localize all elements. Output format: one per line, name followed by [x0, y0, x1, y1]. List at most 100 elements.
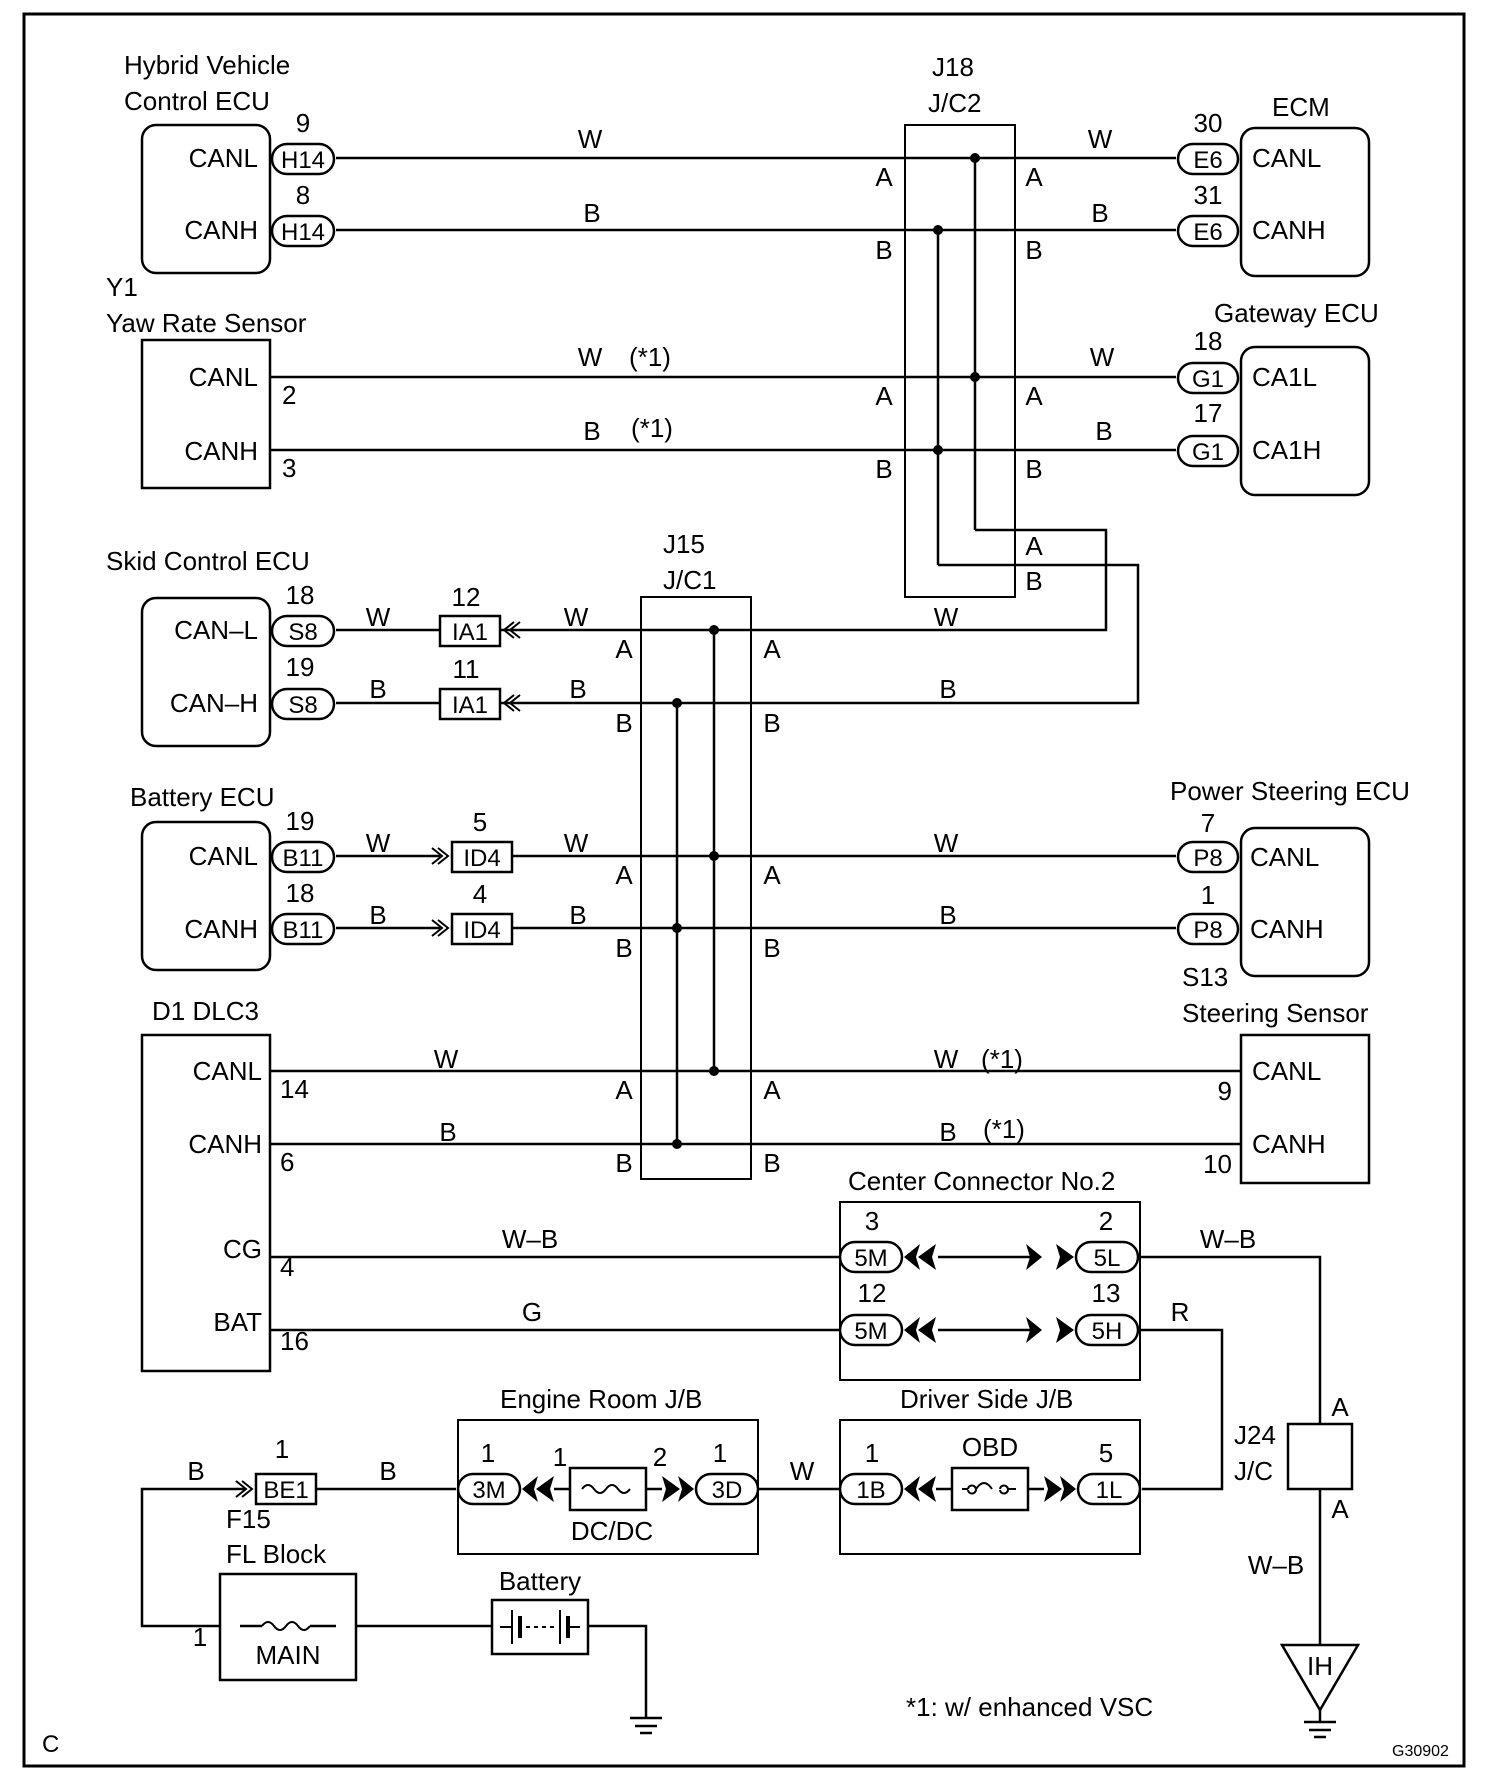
- dcdc-fuse-icon: [581, 1484, 631, 1494]
- center-connector-title: Center Connector No.2: [848, 1166, 1115, 1196]
- svg-text:E6: E6: [1193, 219, 1222, 246]
- svg-text:G1: G1: [1192, 439, 1224, 466]
- steer-num-2: 10: [1203, 1149, 1232, 1179]
- skid-pin-2: CAN–H: [170, 688, 258, 718]
- svg-text:5L: 5L: [1094, 1245, 1121, 1272]
- svg-text:FL Block: FL Block: [226, 1539, 327, 1569]
- ecm-connector-1: E6: [1176, 142, 1240, 176]
- svg-text:E6: E6: [1193, 147, 1222, 174]
- battery-ecu-connector-1: B11: [270, 840, 336, 874]
- svg-text:B: B: [369, 674, 386, 704]
- svg-text:S8: S8: [288, 692, 317, 719]
- svg-text:5M: 5M: [854, 1318, 887, 1345]
- svg-text:IA1: IA1: [452, 619, 488, 646]
- j18-name: J/C2: [928, 88, 981, 118]
- svg-text:IA1: IA1: [452, 692, 488, 719]
- ecm-connector-2: E6: [1176, 214, 1240, 248]
- svg-text:B: B: [763, 708, 780, 738]
- engine-jb-title: Engine Room J/B: [500, 1384, 702, 1414]
- svg-text:5H: 5H: [1092, 1318, 1123, 1345]
- diagram-frame: [22, 12, 1466, 1768]
- svg-text:1: 1: [865, 1438, 879, 1468]
- hv-ecu-title-1: Hybrid Vehicle: [124, 50, 290, 80]
- hv-ecu-title-2: Control ECU: [124, 86, 270, 116]
- dlc3-num-1: 14: [280, 1074, 309, 1104]
- svg-text:W: W: [934, 828, 959, 858]
- ps-num-2: 1: [1201, 880, 1215, 910]
- j24-box: [1286, 1422, 1354, 1491]
- svg-text:B: B: [615, 1148, 632, 1178]
- skid-title: Skid Control ECU: [106, 546, 310, 576]
- ps-pin-2: CANH: [1250, 914, 1324, 944]
- dlc3-num-2: 6: [280, 1147, 294, 1177]
- driver-jb-1b: 1B: [838, 1472, 936, 1506]
- gateway-num-1: 18: [1194, 326, 1223, 356]
- id4-num-1: 5: [473, 807, 487, 837]
- svg-text:W: W: [578, 124, 603, 154]
- hv-connector-2: H14: [270, 214, 336, 248]
- svg-text:B: B: [583, 198, 600, 228]
- svg-text:A: A: [763, 1075, 781, 1105]
- steering-sensor-box: [1239, 1033, 1371, 1185]
- svg-text:B: B: [439, 1117, 456, 1147]
- gateway-connector-1: G1: [1176, 361, 1240, 395]
- svg-text:B: B: [369, 900, 386, 930]
- obd-label: OBD: [962, 1432, 1018, 1462]
- ecm-num-1: 30: [1194, 108, 1223, 138]
- svg-text:1: 1: [481, 1438, 495, 1468]
- yaw-sensor-box: [140, 338, 272, 490]
- svg-text:H14: H14: [281, 219, 325, 246]
- ia1-connector-1: IA1: [438, 614, 521, 648]
- ecm-box: [1239, 126, 1371, 278]
- ps-pin-1: CANL: [1250, 842, 1319, 872]
- svg-text:5M: 5M: [854, 1245, 887, 1272]
- svg-text:B11: B11: [283, 845, 324, 872]
- svg-text:W: W: [790, 1456, 815, 1486]
- svg-text:B: B: [1025, 454, 1042, 484]
- svg-text:MAIN: MAIN: [256, 1640, 321, 1670]
- svg-text:3M: 3M: [472, 1477, 505, 1504]
- dcdc-label: DC/DC: [571, 1516, 653, 1546]
- ps-num-1: 7: [1201, 808, 1215, 838]
- gateway-connector-2: G1: [1176, 434, 1240, 468]
- svg-text:B: B: [875, 235, 892, 265]
- svg-text:A: A: [1025, 531, 1043, 561]
- id4-connector-2: ID4: [431, 912, 514, 946]
- be1-connector: [254, 1472, 318, 1506]
- svg-text:(*1): (*1): [631, 413, 673, 443]
- battery-ecu-num-1: 19: [286, 806, 315, 836]
- svg-text:W: W: [934, 1044, 959, 1074]
- j15-id: J15: [663, 529, 705, 559]
- skid-connector-2: S8: [270, 687, 336, 721]
- svg-text:13: 13: [1092, 1278, 1121, 1308]
- gateway-title: Gateway ECU: [1214, 298, 1379, 328]
- svg-text:W: W: [366, 828, 391, 858]
- driver-jb-1l: 1L: [1044, 1472, 1142, 1506]
- svg-text:5: 5: [1099, 1438, 1113, 1468]
- svg-text:W: W: [578, 342, 603, 372]
- id4-num-2: 4: [473, 879, 487, 909]
- j15-name: J/C1: [663, 565, 716, 595]
- ps-connector-1: P8: [1176, 840, 1240, 874]
- svg-text:A: A: [763, 860, 781, 890]
- svg-text:1B: 1B: [856, 1477, 885, 1504]
- driver-jb-title: Driver Side J/B: [900, 1384, 1073, 1414]
- ps-ecu-box: [1239, 826, 1371, 978]
- ecm-title: ECM: [1272, 92, 1330, 122]
- svg-text:ID4: ID4: [463, 917, 500, 944]
- svg-text:3: 3: [865, 1206, 879, 1236]
- skid-connector-1: S8: [270, 614, 336, 648]
- footnote: *1: w/ enhanced VSC: [906, 1692, 1153, 1722]
- svg-text:(*1): (*1): [629, 342, 671, 372]
- ecm-pin-canh: CANH: [1252, 215, 1326, 245]
- svg-text:B: B: [875, 454, 892, 484]
- main-fuse-icon: [261, 1621, 311, 1631]
- svg-text:W–B: W–B: [1200, 1224, 1256, 1254]
- ia1-num-2: 11: [453, 654, 480, 684]
- svg-text:2: 2: [1099, 1206, 1113, 1236]
- skid-num-2: 19: [286, 652, 315, 682]
- battery-label: Battery: [499, 1566, 581, 1596]
- yaw-id: Y1: [106, 272, 138, 302]
- gateway-pin-1: CA1L: [1252, 362, 1317, 392]
- svg-text:F15: F15: [226, 1504, 271, 1534]
